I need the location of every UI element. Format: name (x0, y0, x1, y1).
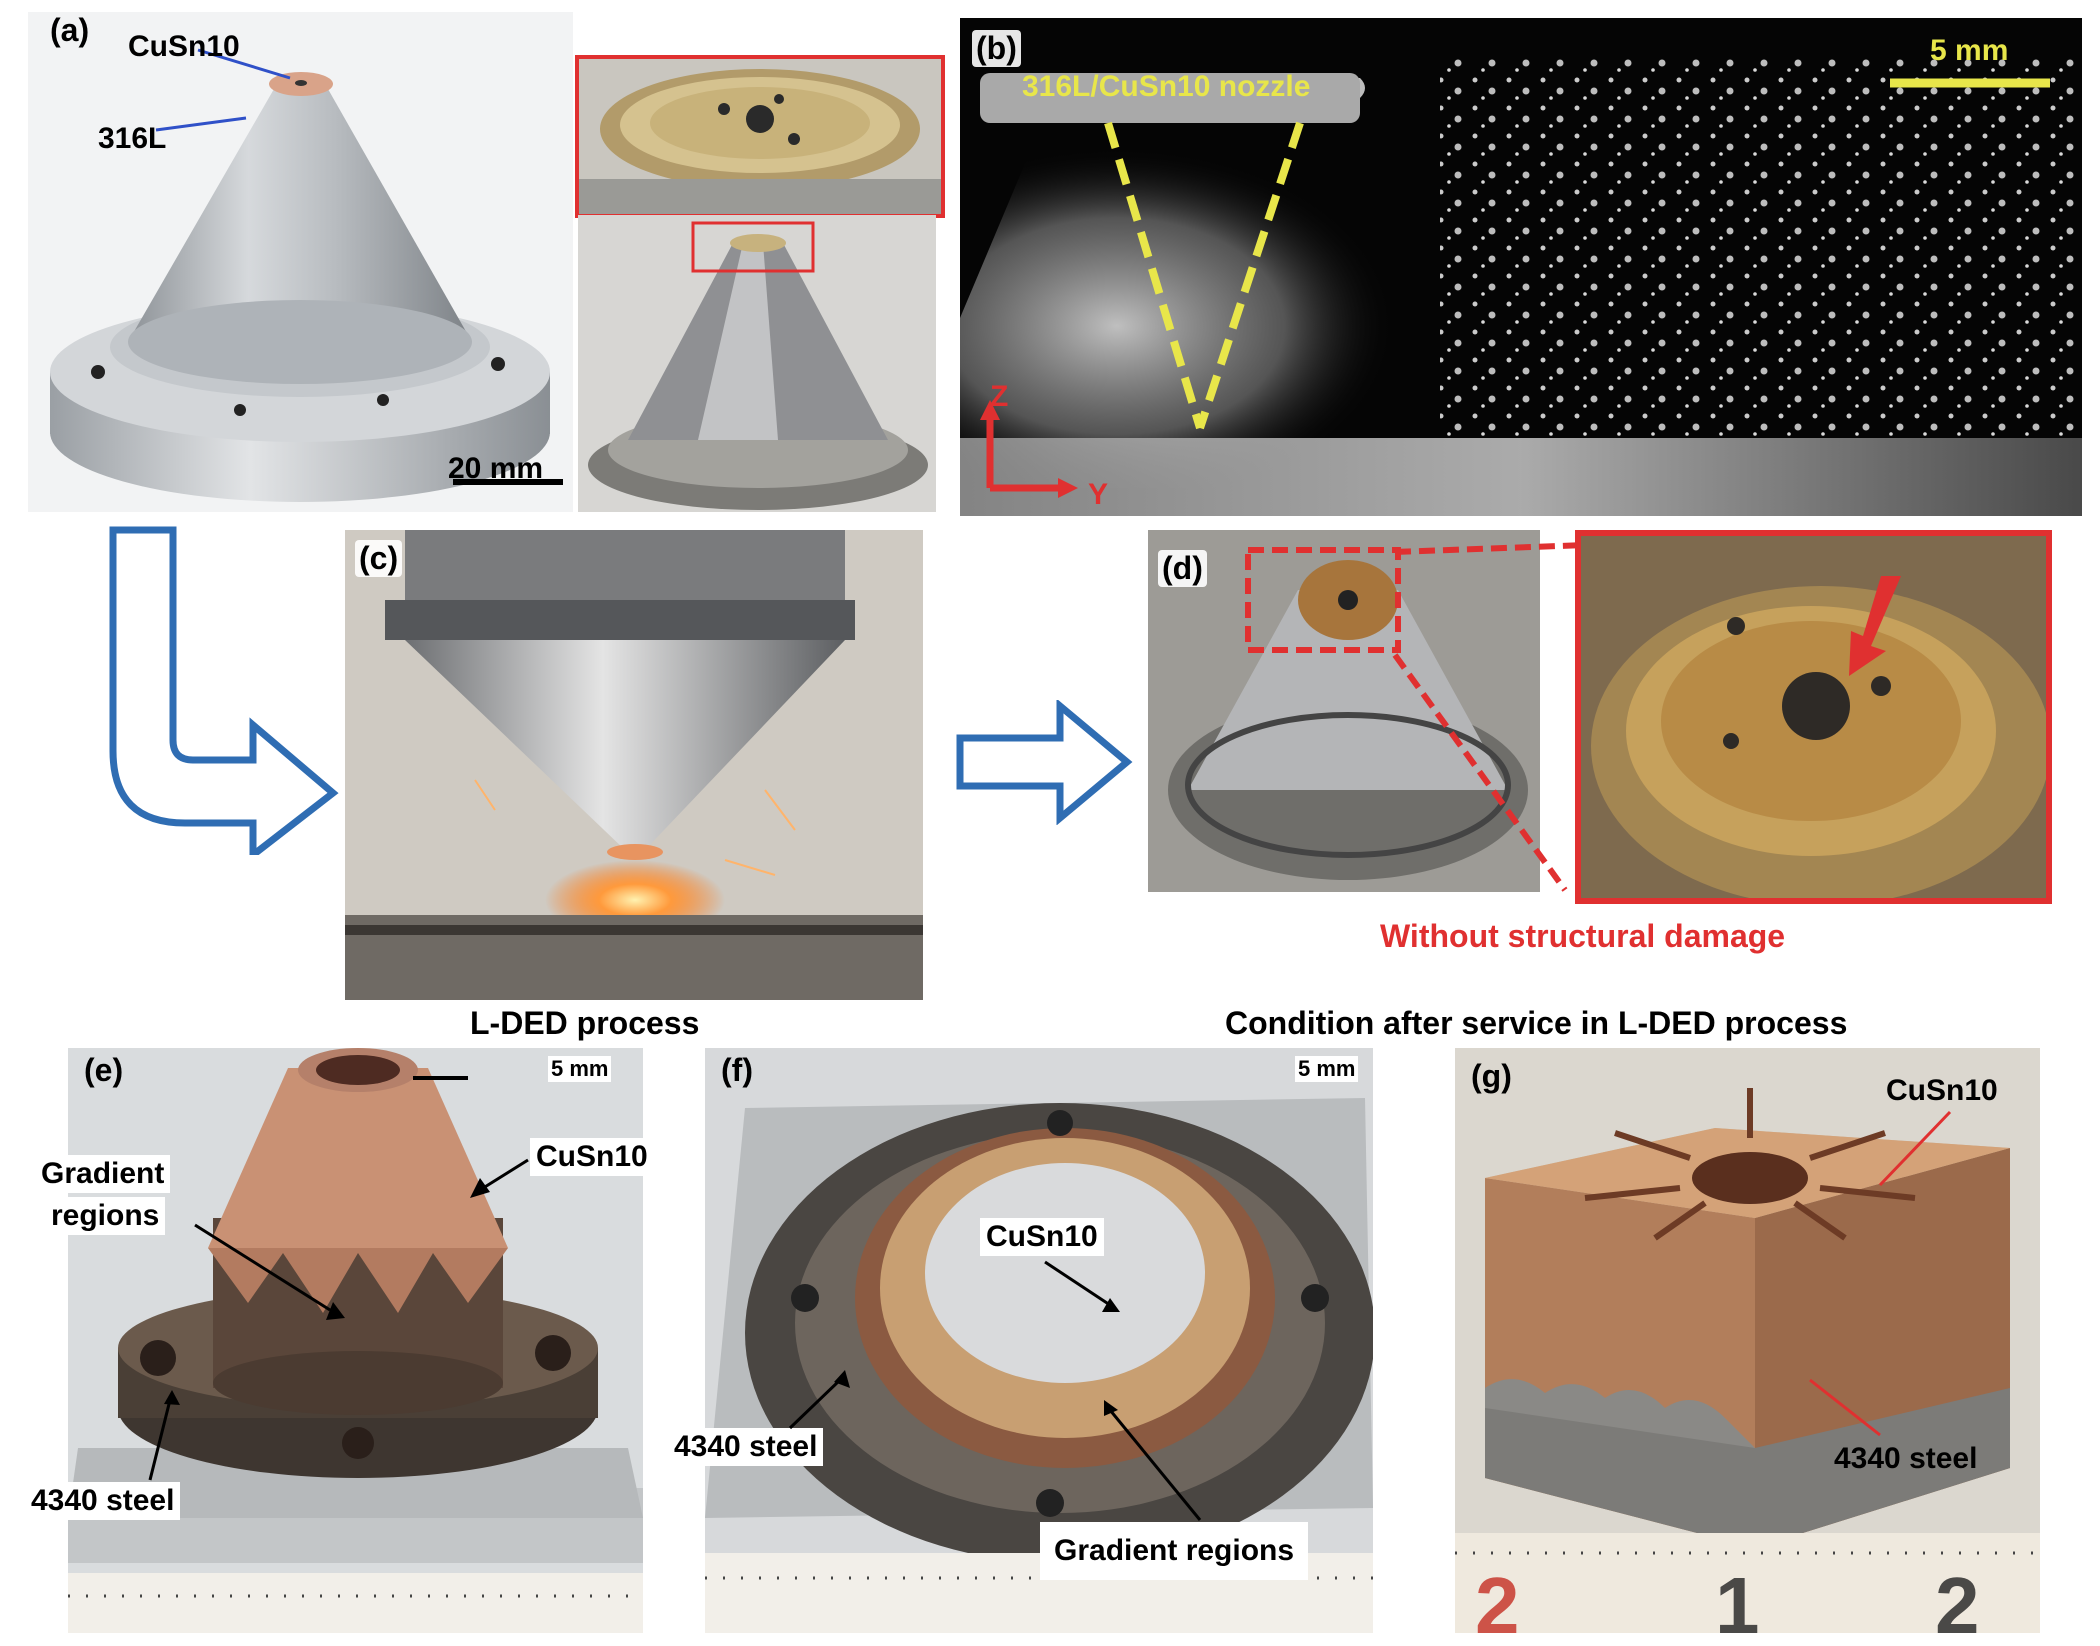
label-4340-steel-g: 4340 steel (1834, 1442, 1978, 1475)
zoom-connector-lines (1392, 542, 1586, 892)
label-cusn10-a: CuSn10 (128, 30, 240, 63)
nozzle-photo (588, 221, 928, 510)
panel-d-service-photo: (d) (1148, 530, 1540, 892)
panel-e-letter: (e) (84, 1052, 124, 1088)
right-flow-arrow (956, 700, 1133, 825)
svg-text:2: 2 (1935, 1561, 1980, 1633)
panel-b-letter: (b) (972, 30, 1021, 67)
scale-label-a: 20 mm (448, 452, 544, 485)
ldedprocess-illustration (345, 530, 923, 1000)
scale-label-f: 5 mm (1295, 1056, 1359, 1082)
label-4340-steel-f: 4340 steel (668, 1428, 824, 1466)
nozzle-tip-zoom (1581, 536, 2046, 898)
caption-condition-after-service: Condition after service in L-DED process (1225, 1005, 1848, 1041)
axis-y-label: Y (1088, 478, 1109, 511)
label-gradient-f: Gradient regions (1040, 1522, 1309, 1580)
label-nozzle-b: 316L/CuSn10 nozzle (1022, 70, 1311, 103)
svg-text:2: 2 (1475, 1561, 1520, 1633)
label-gradient-e-line1: Gradient (35, 1155, 171, 1193)
panel-a-letter: (a) (50, 12, 90, 48)
label-4340-steel-e: 4340 steel (25, 1482, 181, 1520)
panel-a-render: (a) CuSn10 316L 20 mm (28, 12, 573, 512)
panel-d-letter: (d) (1158, 550, 1207, 587)
label-cusn10-f: CuSn10 (980, 1218, 1104, 1256)
panel-f-letter: (f) (721, 1052, 753, 1088)
scale-label-b: 5 mm (1930, 34, 2009, 67)
panel-g-photo: 2 1 2 (g) (1455, 1048, 2040, 1633)
panel-e-photo: (e) 5 mm (68, 1048, 643, 1633)
curved-flow-arrow (109, 526, 339, 855)
label-cusn10-e: CuSn10 (530, 1138, 654, 1176)
panel-c-process-photo: (c) (345, 530, 923, 1000)
nozzle-top-zoom (579, 69, 941, 214)
svg-text:1: 1 (1715, 1561, 1760, 1633)
nozzle-render-illustration (50, 48, 563, 502)
label-316l-a: 316L (98, 122, 167, 155)
panel-b-powder-stream: (b) 316L/CuSn10 nozzle 5 mm Z Y (960, 18, 2082, 516)
gradient-nozzle-e-illustration (68, 1048, 643, 1633)
panel-c-letter: (c) (355, 540, 403, 577)
panel-d-zoom-inset (1575, 530, 2052, 904)
panel-a-photo (578, 215, 936, 512)
powder-stream-image (960, 18, 2082, 516)
gradient-block-g-illustration: 2 1 2 (1455, 1048, 2040, 1633)
label-gradient-e-line2: regions (45, 1197, 166, 1235)
panel-g-letter: (g) (1471, 1058, 1512, 1094)
panel-a-inset-zoom (575, 55, 945, 218)
used-nozzle-photo (1148, 530, 1540, 892)
caption-lded-process: L-DED process (470, 1005, 700, 1041)
note-without-structural-damage: Without structural damage (1380, 918, 1786, 954)
scale-label-e: 5 mm (548, 1056, 612, 1082)
label-cusn10-g: CuSn10 (1886, 1074, 1998, 1107)
axis-z-label: Z (990, 380, 1009, 413)
